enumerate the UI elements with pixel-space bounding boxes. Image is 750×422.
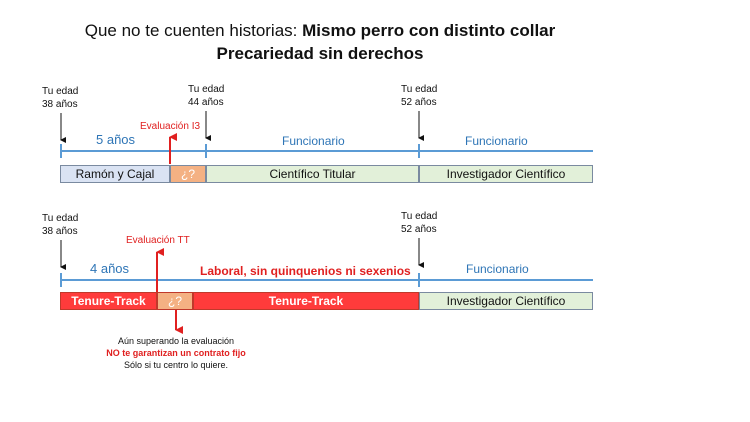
note-line-2: NO te garantizan un contrato fijo xyxy=(106,348,246,358)
evaluation-note: Aún superando la evaluación NO te garant… xyxy=(76,335,276,371)
title-bold: Mismo perro con distinto collar xyxy=(302,21,556,40)
top-age-38: Tu edad 38 años xyxy=(42,86,79,110)
bottom-box-tenure-track-2: Tenure-Track xyxy=(193,292,419,310)
bottom-seg-funcionario: Funcionario xyxy=(466,262,529,276)
bottom-box-question: ¿? xyxy=(157,292,193,310)
title-prefix: Que no te cuenten historias: xyxy=(84,21,303,40)
page-title: Que no te cuenten historias: Mismo perro… xyxy=(0,21,640,41)
top-eval-label: Evaluación I3 xyxy=(140,121,201,132)
bottom-box-investigador-cientifico: Investigador Científico xyxy=(419,292,593,310)
page-subtitle: Precariedad sin derechos xyxy=(216,44,424,63)
top-box-cientifico-titular: Científico Titular xyxy=(206,165,419,183)
bottom-age-52: Tu edad 52 años xyxy=(401,211,438,235)
top-seg-funcionario-2: Funcionario xyxy=(465,134,528,148)
note-line-1: Aún superando la evaluación xyxy=(117,336,235,346)
top-age-52: Tu edad 52 años xyxy=(401,84,438,108)
bottom-seg-laboral: Laboral, sin quinquenios ni sexenios xyxy=(200,264,411,278)
bottom-eval-label: Evaluación TT xyxy=(126,235,190,246)
top-box-question: ¿? xyxy=(170,165,206,183)
bottom-seg-years: 4 años xyxy=(90,261,130,276)
bottom-age-38: Tu edad 38 años xyxy=(42,213,79,237)
note-line-3: Sólo si tu centro lo quiere. xyxy=(123,360,229,370)
top-seg-funcionario-1: Funcionario xyxy=(282,134,345,148)
top-age-44: Tu edad 44 años xyxy=(188,84,225,108)
top-seg-years: 5 años xyxy=(96,132,136,147)
top-box-ramon-y-cajal: Ramón y Cajal xyxy=(60,165,170,183)
bottom-box-tenure-track-1: Tenure-Track xyxy=(60,292,157,310)
top-box-investigador-cientifico: Investigador Científico xyxy=(419,165,593,183)
